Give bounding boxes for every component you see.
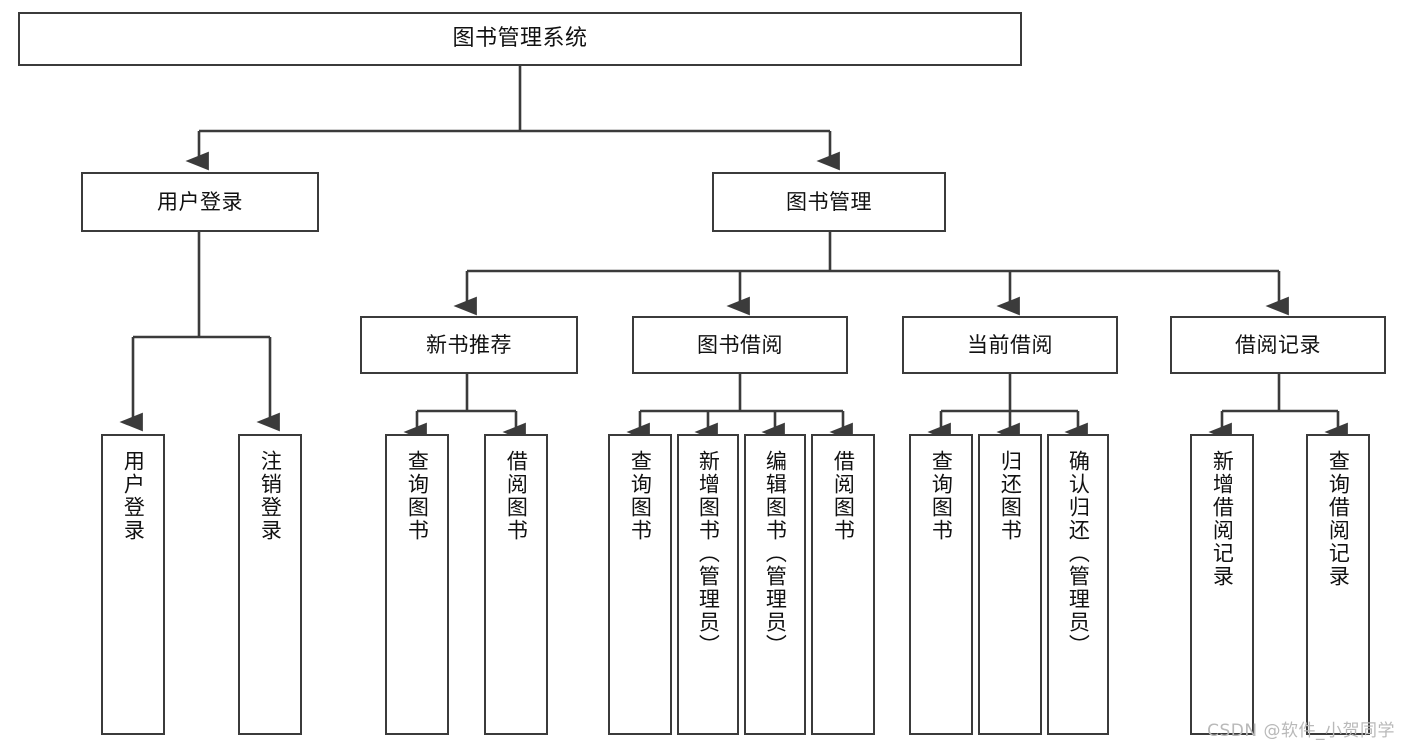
node-label: 查询借阅记录: [1326, 450, 1351, 588]
node-root[interactable]: 图书管理系统: [18, 12, 1022, 66]
node-label: 确认归还（管理员）: [1066, 450, 1091, 657]
node-label: 注销登录: [258, 450, 283, 542]
node-label: 归还图书: [998, 450, 1023, 542]
node-borrow-record[interactable]: 借阅记录: [1170, 316, 1386, 374]
node-new-book-recommend[interactable]: 新书推荐: [360, 316, 578, 374]
node-label: 图书管理系统: [452, 26, 588, 52]
node-label: 新书推荐: [426, 332, 512, 357]
node-user-login[interactable]: 用户登录: [81, 172, 319, 232]
node-label: 图书管理: [786, 189, 872, 214]
node-label: 图书借阅: [697, 332, 783, 357]
leaf-user-login[interactable]: 用户登录: [101, 434, 165, 735]
node-label: 用户登录: [121, 450, 146, 542]
leaf-logout[interactable]: 注销登录: [238, 434, 302, 735]
node-book-borrow[interactable]: 图书借阅: [632, 316, 848, 374]
node-label: 新增图书（管理员）: [696, 450, 721, 657]
node-label: 借阅图书: [504, 450, 529, 542]
watermark: CSDN @软件_小贺同学: [1207, 721, 1395, 741]
node-label: 用户登录: [157, 189, 243, 214]
node-label: 编辑图书（管理员）: [763, 450, 788, 657]
node-label: 借阅记录: [1235, 332, 1321, 357]
node-book-management[interactable]: 图书管理: [712, 172, 946, 232]
node-label: 当前借阅: [967, 332, 1053, 357]
node-label: 借阅图书: [831, 450, 856, 542]
leaf-borrow-book-newbook[interactable]: 借阅图书: [484, 434, 548, 735]
leaf-query-book-borrow[interactable]: 查询图书: [608, 434, 672, 735]
leaf-query-book-current[interactable]: 查询图书: [909, 434, 973, 735]
node-label: 查询图书: [628, 450, 653, 542]
leaf-add-borrow-record[interactable]: 新增借阅记录: [1190, 434, 1254, 735]
node-label: 查询图书: [929, 450, 954, 542]
leaf-edit-book-admin[interactable]: 编辑图书（管理员）: [744, 434, 806, 735]
leaf-add-book-admin[interactable]: 新增图书（管理员）: [677, 434, 739, 735]
leaf-query-borrow-record[interactable]: 查询借阅记录: [1306, 434, 1370, 735]
leaf-borrow-book[interactable]: 借阅图书: [811, 434, 875, 735]
leaf-return-book[interactable]: 归还图书: [978, 434, 1042, 735]
leaf-query-book-newbook[interactable]: 查询图书: [385, 434, 449, 735]
leaf-confirm-return-admin[interactable]: 确认归还（管理员）: [1047, 434, 1109, 735]
node-current-borrow[interactable]: 当前借阅: [902, 316, 1118, 374]
node-label: 查询图书: [405, 450, 430, 542]
node-label: 新增借阅记录: [1210, 450, 1235, 588]
